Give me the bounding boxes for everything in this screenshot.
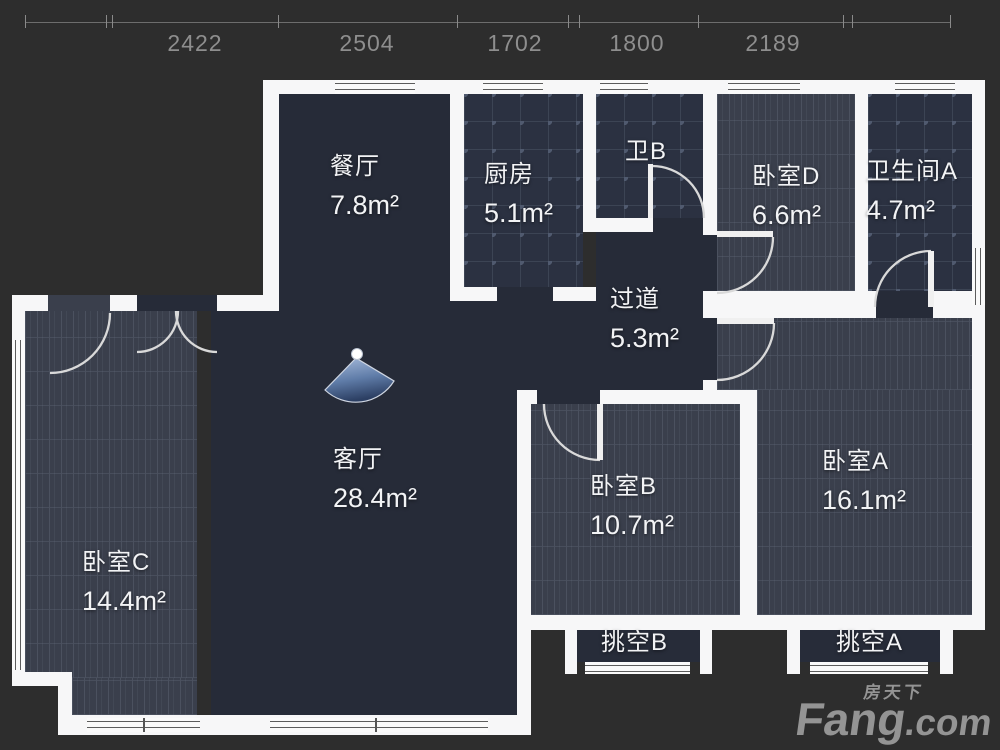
bedroom-c-floor [25, 311, 197, 678]
room-area: 6.6m² [752, 200, 822, 230]
dimension-tick [25, 15, 26, 28]
wall-void-a-left [787, 630, 800, 674]
window-kitchen [483, 80, 543, 94]
dimension-value: 1800 [609, 30, 665, 56]
room-name: 过道 [610, 286, 660, 313]
room-name: 挑空B [601, 629, 669, 656]
room-label-hallway: 过道 5.3m² [610, 288, 679, 352]
room-label-living: 客厅 28.4m² [333, 448, 417, 512]
room-label-bedroom-c: 卧室C 14.4m² [82, 551, 166, 615]
room-area: 16.1m² [822, 485, 907, 515]
room-label-bedroom-a: 卧室A 16.1m² [822, 450, 906, 514]
room-label-bath-a: 卫生间A 4.7m² [866, 160, 958, 224]
room-name: 客厅 [333, 446, 383, 473]
void-a-floor [800, 630, 940, 662]
room-area: 5.3m² [610, 323, 680, 353]
dimension-tick [852, 15, 853, 28]
bedroom-d-door-opening [703, 235, 717, 291]
room-area: 28.4m² [333, 483, 418, 513]
window-bath-a-top [895, 80, 955, 94]
wall-void-b-right [700, 630, 712, 674]
kitchen-floor [464, 93, 583, 287]
room-name: 卧室B [590, 473, 658, 500]
wall-bedroom-a-top [703, 291, 985, 318]
dimension-value: 2189 [745, 30, 801, 56]
hall-strip-floor [450, 301, 703, 390]
wall-kitchen-left [450, 93, 464, 301]
window-divider [143, 718, 145, 732]
dimension-tick [278, 15, 279, 28]
room-label-void-a: 挑空A [836, 631, 903, 655]
bedroom-c-door-opening [48, 295, 110, 311]
window-bedroom-d [728, 80, 800, 94]
room-area: 10.7m² [590, 510, 675, 540]
dimension-tick [106, 15, 107, 28]
hallway-floor [596, 232, 703, 301]
room-label-void-b: 挑空B [601, 631, 668, 655]
dimension-tick [568, 15, 569, 28]
fang-watermark-chinese: 房天下 [862, 683, 925, 702]
dimension-value: 2504 [339, 30, 395, 56]
room-label-kitchen: 厨房 5.1m² [484, 163, 553, 227]
wall-bedrooms-bottom [517, 615, 985, 630]
wall-void-a-right [940, 630, 953, 674]
dining-room-floor [279, 93, 450, 311]
dimension-value: 1702 [487, 30, 543, 56]
dimension-tick [112, 15, 113, 28]
window-dining [335, 80, 415, 94]
room-name: 餐厅 [330, 153, 380, 180]
dimension-value: 2422 [167, 30, 223, 56]
wall-bedroom-d-left [703, 93, 717, 235]
void-b-floor [577, 630, 700, 662]
window-bath-b [600, 80, 648, 94]
room-name: 厨房 [484, 161, 534, 188]
room-name: 卫B [625, 138, 668, 165]
kitchen-door-opening [497, 287, 553, 301]
room-label-bath-b: 卫B [625, 140, 667, 164]
room-name: 卧室D [752, 163, 821, 190]
dimension-tick [698, 15, 699, 28]
wall-right [972, 80, 985, 630]
room-area: 4.7m² [866, 195, 936, 225]
dimension-line [25, 22, 950, 23]
room-label-bedroom-d: 卧室D 6.6m² [752, 165, 821, 229]
bedroom-a-door-opening [703, 318, 717, 380]
room-name: 卧室C [82, 549, 151, 576]
dimension-tick [579, 15, 580, 28]
bedroom-a-floor [717, 318, 972, 390]
entrance-door-opening [137, 295, 217, 311]
dimension-tick [950, 15, 951, 28]
room-area: 5.1m² [484, 198, 554, 228]
wall-bath-b-bottom [583, 218, 653, 232]
room-label-dining: 餐厅 7.8m² [330, 155, 399, 219]
window-void-b [585, 662, 690, 674]
fang-watermark-suffix: .com [902, 702, 995, 743]
wall-dining-left [263, 80, 279, 311]
wall-bath-a-left [855, 93, 868, 303]
wall-kitchen-right [583, 93, 596, 232]
window-living-bottom [270, 718, 488, 732]
bedroom-c-floor [72, 678, 197, 715]
dimension-tick [457, 15, 458, 28]
dimension-tick [843, 15, 844, 28]
window-void-a [810, 662, 928, 674]
window-bedroom-c-left [12, 340, 25, 670]
room-name: 卫生间A [866, 158, 959, 185]
room-label-bedroom-b: 卧室B 10.7m² [590, 475, 674, 539]
window-divider [375, 718, 377, 732]
room-name: 卧室A [822, 448, 890, 475]
wall-void-b-left [565, 630, 577, 674]
bedroom-a-floor [757, 390, 972, 615]
room-area: 14.4m² [82, 586, 167, 616]
room-area: 7.8m² [330, 190, 400, 220]
wall-living-right [517, 390, 531, 735]
bath-a-door-opening [876, 291, 933, 318]
wall-bedroom-b-right [740, 390, 757, 630]
room-name: 挑空A [836, 629, 904, 656]
wall-step-horizontal [12, 672, 70, 686]
window-bath-a-right [972, 248, 985, 305]
bath-b-door-opening [653, 218, 703, 232]
bedroom-b-door-opening [537, 390, 600, 404]
